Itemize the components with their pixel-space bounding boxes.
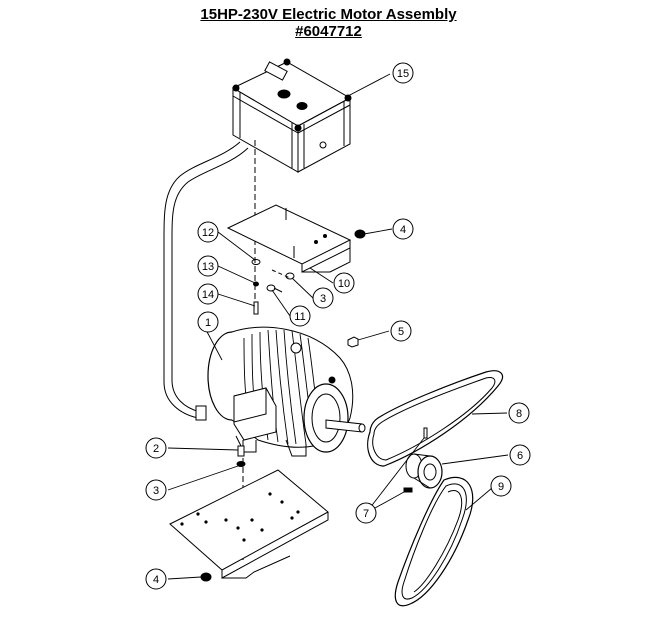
flexible-conduit xyxy=(163,141,249,421)
hardware-washer-12 xyxy=(251,259,261,265)
callout-13: 13 xyxy=(197,255,219,277)
v-belt-lower xyxy=(394,476,474,607)
callout-9: 9 xyxy=(490,475,512,497)
callout-12: 12 xyxy=(197,221,219,243)
hardware-nut-4a xyxy=(354,229,366,239)
callout-2: 2 xyxy=(145,437,167,459)
callout-4-lower: 4 xyxy=(145,568,167,590)
callout-11: 11 xyxy=(289,305,311,327)
diagram-title: 15HP-230V Electric Motor Assembly #60477… xyxy=(0,6,657,40)
hardware-screw-11 xyxy=(266,284,283,293)
callout-3-upper: 3 xyxy=(312,287,334,309)
callout-6: 6 xyxy=(509,444,531,466)
callouts: 15 4 12 13 14 10 3 11 xyxy=(145,62,531,590)
title-line-2: #6047712 xyxy=(295,23,362,40)
set-screw-7b xyxy=(403,487,413,493)
svg-text:1: 1 xyxy=(205,317,211,329)
svg-text:10: 10 xyxy=(338,278,350,290)
callout-14: 14 xyxy=(197,283,219,305)
svg-text:3: 3 xyxy=(153,485,159,497)
hardware-nut-4b xyxy=(200,572,212,582)
callout-3-lower: 3 xyxy=(145,479,167,501)
svg-text:9: 9 xyxy=(498,481,504,493)
electric-motor xyxy=(207,326,366,457)
svg-text:8: 8 xyxy=(516,408,522,420)
v-belt-upper xyxy=(367,370,503,467)
svg-text:2: 2 xyxy=(153,443,159,455)
svg-text:12: 12 xyxy=(202,227,214,239)
svg-text:14: 14 xyxy=(202,289,214,301)
callout-5: 5 xyxy=(390,320,412,342)
hardware-screw-14 xyxy=(253,301,259,315)
callout-8: 8 xyxy=(508,402,530,424)
svg-text:13: 13 xyxy=(202,261,214,273)
callout-10: 10 xyxy=(333,272,355,294)
title-line-1: 15HP-230V Electric Motor Assembly xyxy=(200,6,457,23)
svg-text:4: 4 xyxy=(153,574,159,586)
svg-text:11: 11 xyxy=(294,311,305,323)
motor-pulley xyxy=(405,453,443,489)
svg-text:3: 3 xyxy=(320,293,326,305)
svg-text:15: 15 xyxy=(397,68,409,80)
hardware-bolt-2 xyxy=(237,445,245,457)
shaft-key xyxy=(347,336,359,348)
electrical-control-box xyxy=(231,58,352,173)
hardware-washer-3b xyxy=(236,461,246,467)
callout-1: 1 xyxy=(197,311,219,333)
set-screw-7a xyxy=(423,427,428,439)
hardware-washer-3a xyxy=(285,272,295,280)
motor-base-plate xyxy=(169,469,329,579)
svg-text:4: 4 xyxy=(400,224,406,236)
callout-4-upper: 4 xyxy=(392,218,414,240)
callout-7: 7 xyxy=(355,502,377,524)
svg-text:5: 5 xyxy=(398,326,404,338)
svg-text:7: 7 xyxy=(363,508,369,520)
callout-15: 15 xyxy=(392,62,414,84)
svg-text:6: 6 xyxy=(517,450,523,462)
mounting-plate xyxy=(226,204,352,273)
